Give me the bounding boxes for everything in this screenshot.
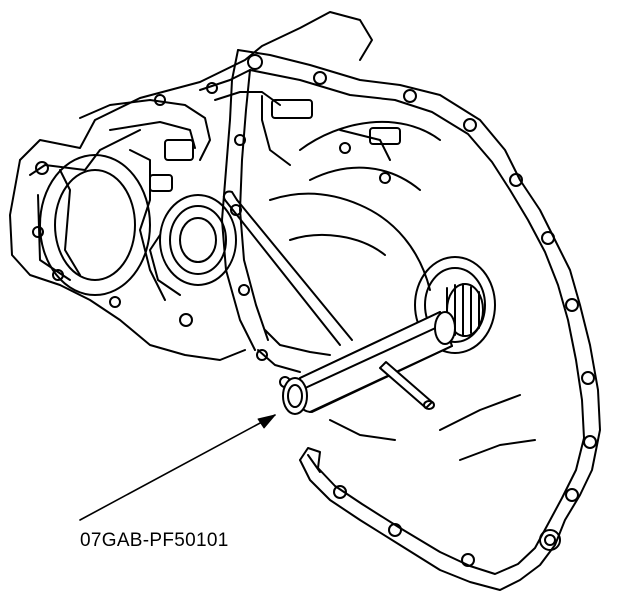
left-housing (9, 11, 373, 361)
installer-tool (222, 190, 456, 415)
case-interior (256, 95, 536, 461)
center-bearing-boss (149, 194, 237, 296)
case-flange (221, 49, 601, 591)
callout-leader-arrow (79, 414, 276, 521)
part-number-label: 07GAB-PF50101 (80, 530, 229, 551)
shaft-bore (414, 256, 496, 354)
